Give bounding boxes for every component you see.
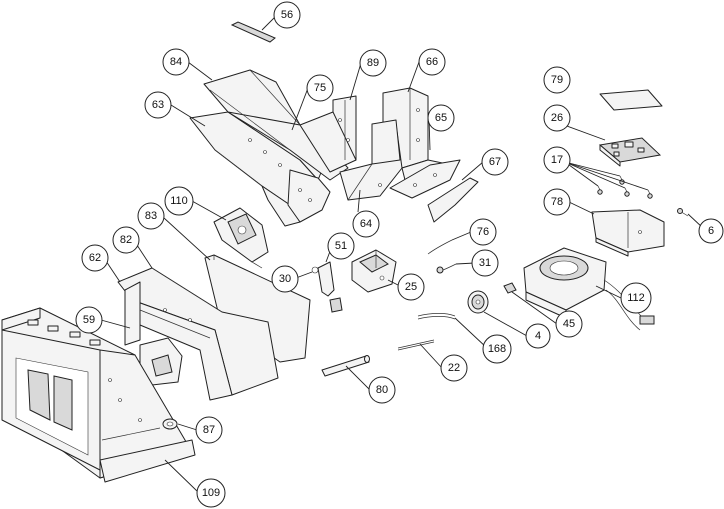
part-79-plate — [599, 89, 663, 111]
svg-text:80: 80 — [376, 384, 388, 396]
callout-75: 75 — [306, 74, 334, 102]
part-82-frame — [117, 267, 279, 401]
callout-30: 30 — [271, 265, 299, 293]
callout-84: 84 — [162, 48, 190, 76]
svg-text:26: 26 — [551, 112, 563, 124]
part-4-disc — [467, 290, 489, 314]
callout-62: 62 — [81, 244, 109, 272]
svg-text:83: 83 — [145, 210, 157, 222]
part-22-rod — [397, 339, 435, 351]
svg-text:75: 75 — [314, 82, 326, 94]
svg-text:112: 112 — [627, 292, 645, 304]
svg-text:31: 31 — [479, 257, 491, 269]
svg-text:84: 84 — [170, 56, 182, 68]
svg-text:87: 87 — [203, 424, 215, 436]
callout-56: 56 — [273, 1, 301, 29]
svg-text:6: 6 — [708, 225, 714, 237]
svg-text:62: 62 — [89, 252, 101, 264]
callout-65: 65 — [427, 104, 455, 132]
svg-text:51: 51 — [335, 240, 347, 252]
part-87-grommet — [162, 418, 178, 430]
callout-82: 82 — [112, 226, 140, 254]
callout-79: 79 — [543, 66, 571, 94]
callout-51: 51 — [327, 232, 355, 260]
callout-4: 4 — [525, 323, 551, 349]
svg-text:4: 4 — [535, 330, 541, 342]
svg-text:76: 76 — [477, 226, 489, 238]
callout-17: 17 — [543, 146, 571, 174]
svg-text:17: 17 — [551, 154, 563, 166]
callout-80: 80 — [368, 376, 396, 404]
part-45-clip — [503, 282, 517, 294]
callout-109: 109 — [196, 478, 226, 508]
part-51-bracket — [311, 261, 343, 313]
svg-text:56: 56 — [281, 9, 293, 21]
svg-text:30: 30 — [279, 273, 291, 285]
part-109-housing — [1, 307, 196, 483]
callout-26: 26 — [543, 104, 571, 132]
part-67-deflector — [427, 177, 479, 223]
leader-lines — [100, 14, 704, 493]
svg-text:25: 25 — [405, 281, 417, 293]
callout-6: 6 — [698, 218, 724, 244]
part-76-wire — [427, 239, 453, 255]
svg-text:64: 64 — [360, 218, 372, 230]
callout-66: 66 — [418, 48, 446, 76]
svg-text:65: 65 — [435, 112, 447, 124]
part-110-switch — [213, 207, 269, 269]
part-25-controller — [351, 249, 397, 293]
svg-text:82: 82 — [120, 234, 132, 246]
callout-168: 168 — [482, 334, 512, 364]
svg-text:63: 63 — [152, 99, 164, 111]
svg-text:59: 59 — [83, 314, 95, 326]
svg-text:78: 78 — [551, 196, 563, 208]
part-6-screw — [677, 208, 689, 217]
svg-text:110: 110 — [170, 195, 188, 207]
callout-83: 83 — [137, 202, 165, 230]
part-168-cable — [417, 313, 456, 320]
svg-text:67: 67 — [489, 156, 501, 168]
callout-87: 87 — [195, 416, 223, 444]
part-65-bracket — [389, 159, 461, 199]
part-31-sensor — [436, 263, 457, 274]
part-64-channel — [339, 119, 403, 201]
callout-110: 110 — [164, 186, 194, 216]
callout-25: 25 — [397, 273, 425, 301]
callout-45: 45 — [555, 310, 583, 338]
callout-31: 31 — [471, 249, 499, 277]
callout-89: 89 — [359, 49, 387, 77]
part-17-screws — [597, 175, 653, 199]
part-89-panel — [299, 95, 357, 173]
callout-67: 67 — [481, 148, 509, 176]
part-112-blower — [523, 247, 655, 331]
svg-text:89: 89 — [367, 57, 379, 69]
svg-text:168: 168 — [488, 343, 506, 355]
callout-112: 112 — [620, 282, 652, 314]
part-80-rod — [321, 355, 370, 377]
svg-text:45: 45 — [563, 318, 575, 330]
callout-76: 76 — [469, 218, 497, 246]
callout-22: 22 — [440, 354, 468, 382]
callout-64: 64 — [352, 210, 380, 238]
part-56-strip — [230, 21, 276, 43]
callout-63: 63 — [144, 91, 172, 119]
svg-text:66: 66 — [426, 56, 438, 68]
callout-59: 59 — [75, 306, 103, 334]
part-78-tray — [591, 209, 665, 257]
part-26-board — [598, 137, 662, 167]
callout-78: 78 — [543, 188, 571, 216]
svg-text:79: 79 — [551, 74, 563, 86]
svg-text:22: 22 — [448, 362, 460, 374]
svg-text:109: 109 — [202, 487, 220, 499]
